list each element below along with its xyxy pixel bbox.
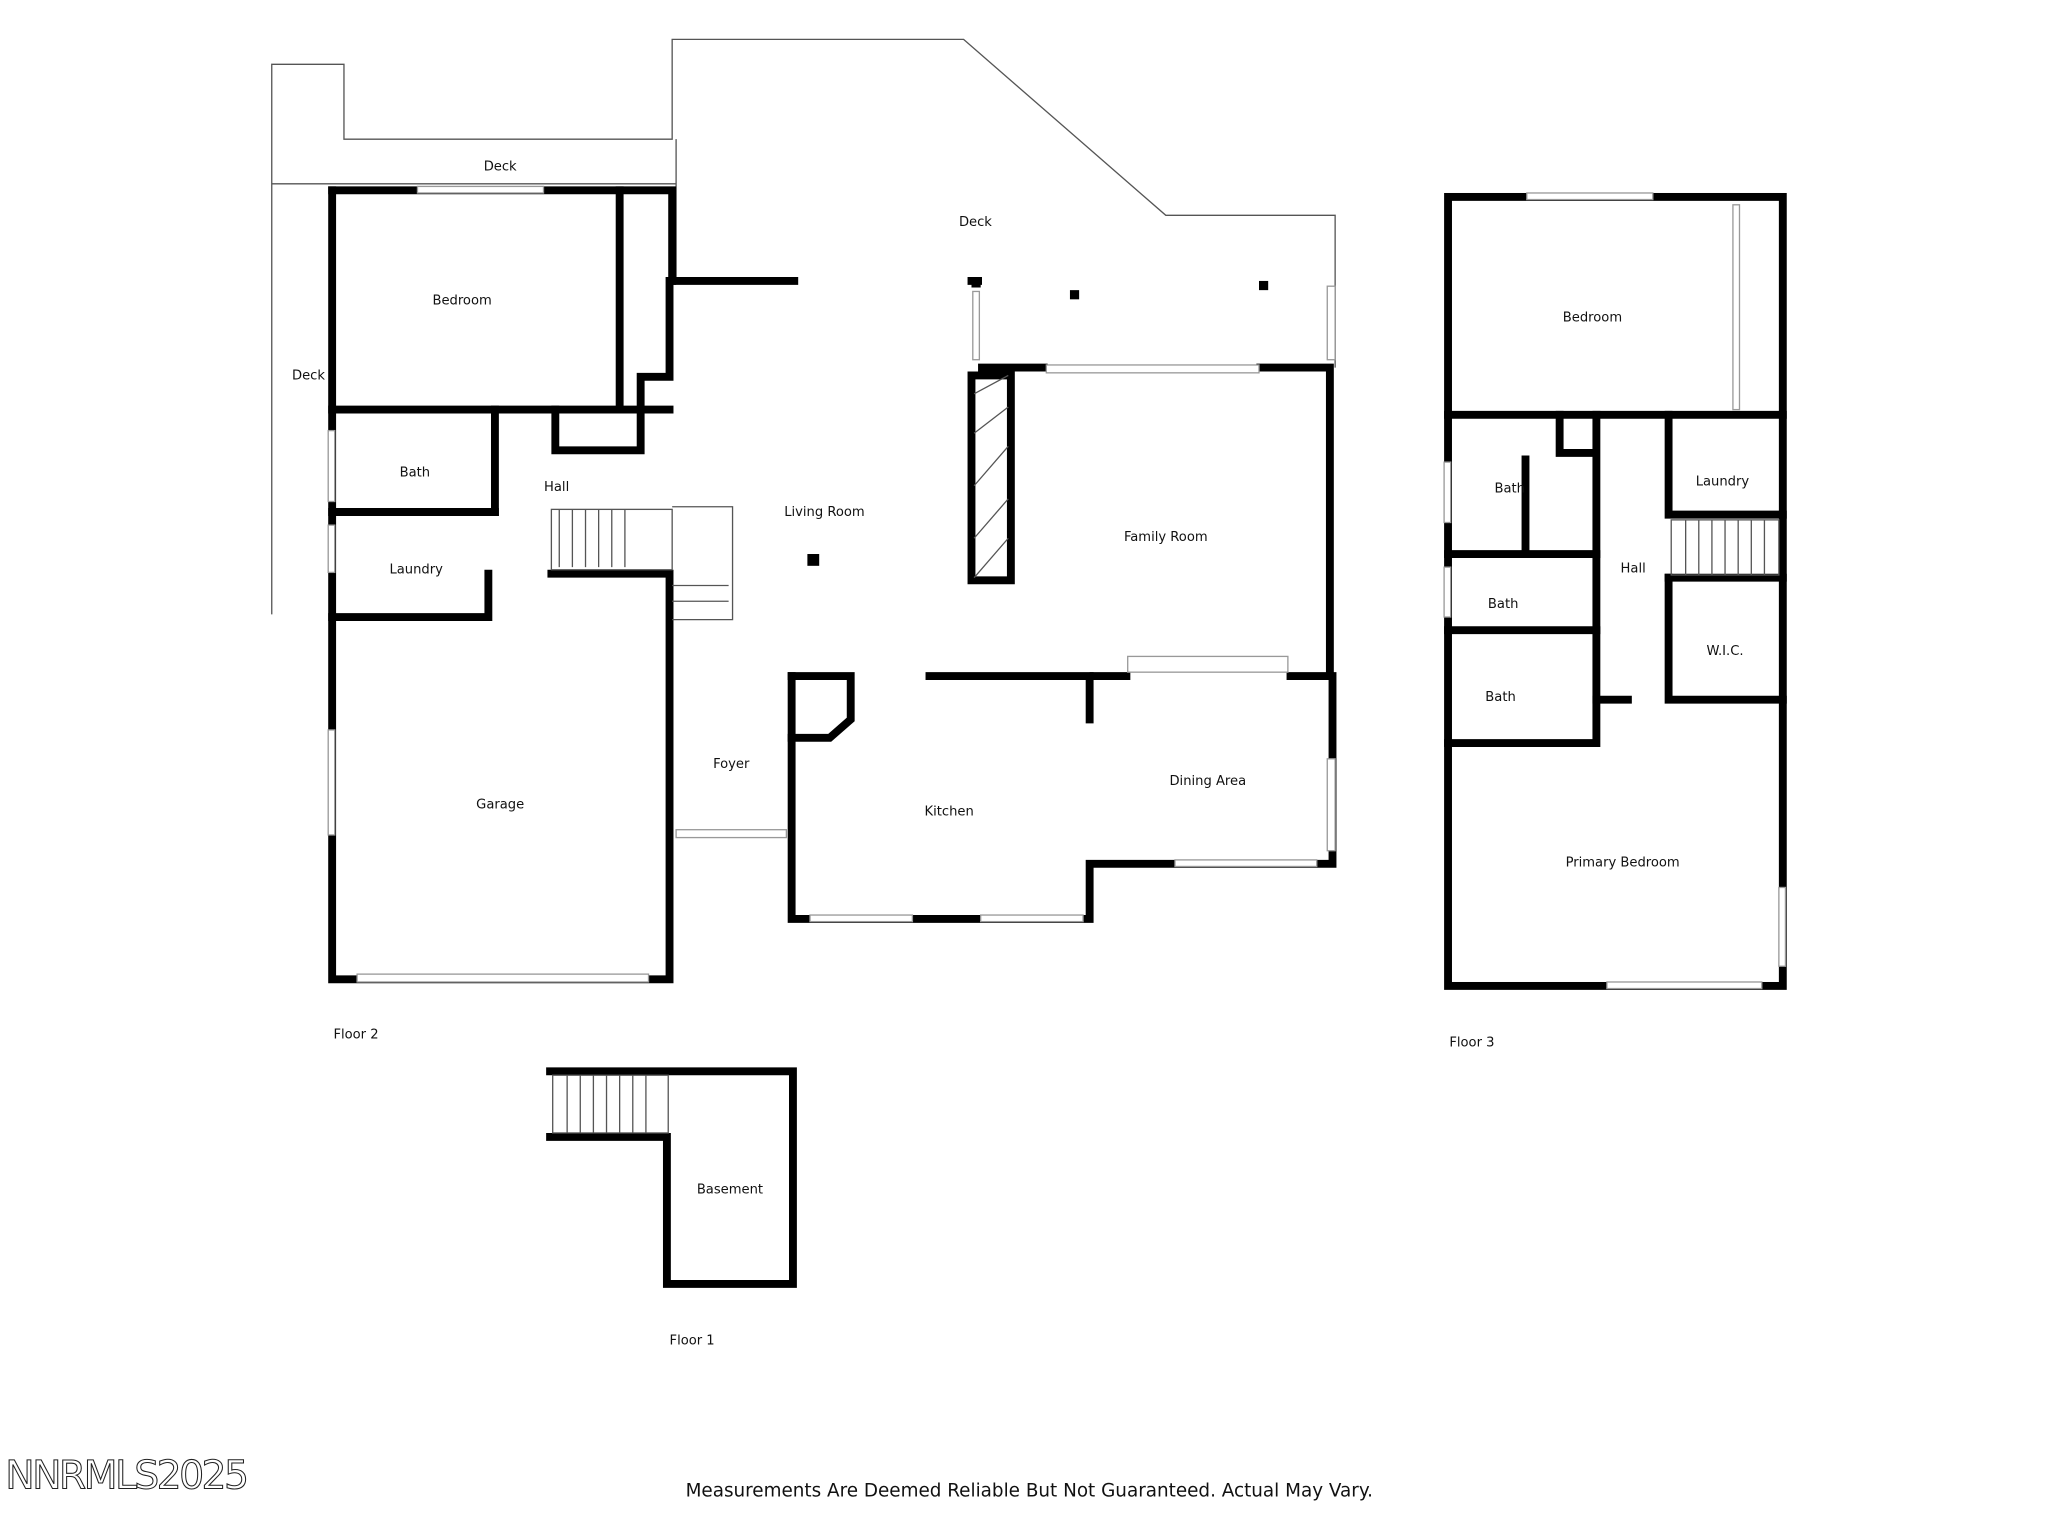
room-label-kitchen: Kitchen: [925, 804, 974, 819]
room-label-deck: Deck: [484, 160, 517, 175]
room-label-wic: W.I.C.: [1707, 644, 1744, 659]
disclaimer: Measurements Are Deemed Reliable But Not…: [686, 1481, 1373, 1502]
room-label-dining-area: Dining Area: [1169, 774, 1246, 789]
floor1: Basement Floor 1: [546, 1067, 797, 1348]
floor-label: Floor 1: [670, 1333, 715, 1348]
room-label-hall: Hall: [544, 480, 569, 495]
room-label-primary-bedroom: Primary Bedroom: [1566, 855, 1680, 870]
floor2-decks: [271, 38, 1336, 615]
floor2-windows-stairs: [327, 185, 1336, 983]
room-label-bath: Bath: [400, 466, 430, 481]
room-label-laundry: Laundry: [1696, 475, 1750, 490]
room-label-basement: Basement: [697, 1182, 763, 1197]
floor2-labels: Deck Deck Deck Bedroom Bath Hall Laundry…: [292, 160, 1246, 1043]
floor-label: Floor 2: [333, 1027, 378, 1042]
room-label-bath: Bath: [1495, 481, 1525, 496]
room-label-foyer: Foyer: [713, 757, 750, 772]
room-label-bath: Bath: [1485, 690, 1515, 705]
room-label-bedroom: Bedroom: [432, 294, 491, 309]
room-label-deck: Deck: [959, 215, 992, 230]
floor3: Bedroom Bath Laundry Bath Hall W.I.C. Ba…: [1443, 192, 1787, 1050]
floor-label: Floor 3: [1449, 1035, 1494, 1050]
room-label-family-room: Family Room: [1124, 530, 1208, 545]
room-label-hall: Hall: [1621, 561, 1646, 576]
room-label-laundry: Laundry: [389, 563, 443, 578]
room-label-deck: Deck: [292, 368, 325, 383]
room-label-bath: Bath: [1488, 597, 1518, 612]
room-label-garage: Garage: [476, 798, 524, 813]
room-label-living-room: Living Room: [784, 505, 864, 520]
watermark: NNRMLS2025: [5, 1453, 246, 1499]
room-label-bedroom: Bedroom: [1563, 311, 1622, 326]
